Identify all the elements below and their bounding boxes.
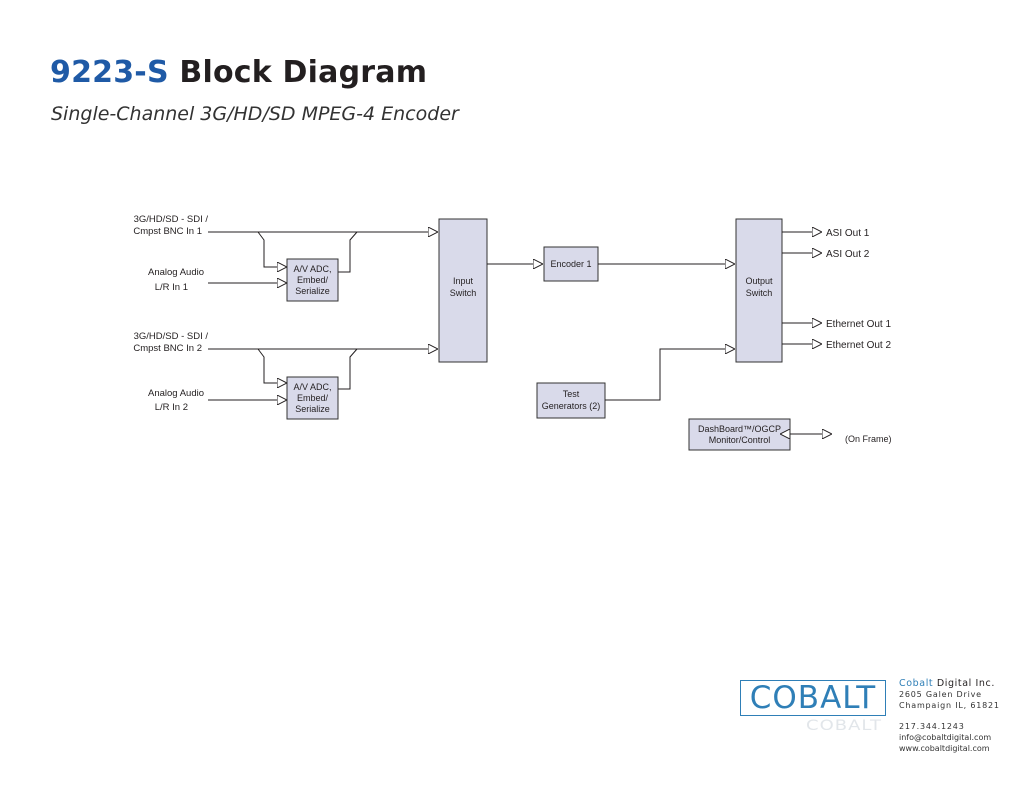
input-switch-label-line1: Input (453, 276, 474, 286)
on-frame-label: (On Frame) (845, 434, 892, 444)
sdi-in-2-label-line2: Cmpst BNC In 2 (133, 343, 202, 354)
cobalt-logo-reflection: COBALT (806, 717, 882, 734)
sdi-in-1-label-line1: 3G/HD/SD - SDI / (134, 214, 209, 225)
cobalt-logo: COBALT (740, 680, 886, 716)
company-address-block: Cobalt Digital Inc. 2605 Galen Drive Cha… (899, 678, 1000, 754)
sdi-1-tap-to-adc (257, 231, 287, 267)
adc-2-return (338, 348, 358, 390)
sdi-in-2-label-line1: 3G/HD/SD - SDI / (134, 331, 209, 342)
encoder-label: Encoder 1 (550, 259, 591, 269)
adc-1-label-line1: A/V ADC, (293, 264, 331, 274)
audio-in-2-label-line1: Analog Audio (148, 388, 204, 399)
sdi-in-1-label-line2: Cmpst BNC In 1 (133, 226, 202, 237)
dashboard-label-line2: Monitor/Control (709, 435, 771, 445)
dashboard-label-line1: DashBoard™/OGCP (698, 424, 781, 434)
asi-out-2-label: ASI Out 2 (826, 249, 870, 260)
address-line-2: Champaign IL, 61821 (899, 701, 1000, 710)
test-gen-label-line2: Generators (2) (542, 401, 601, 411)
adc-embed-block-2 (286, 376, 339, 420)
audio-in-1-label-line2: L/R In 1 (155, 282, 188, 293)
test-gen-to-output-line (605, 349, 735, 401)
input-switch-label-line2: Switch (450, 288, 477, 298)
input-switch-block (438, 218, 488, 363)
page-title: 9223-S Block Diagram (50, 55, 427, 90)
address-line-1: 2605 Galen Drive (899, 690, 982, 699)
title-text: Block Diagram (179, 55, 428, 90)
adc-2-label-line3: Serialize (295, 404, 330, 414)
adc-embed-block-1 (286, 258, 339, 302)
output-switch-label-line1: Output (745, 276, 773, 286)
adc-2-label-line2: Embed/ (297, 393, 329, 403)
adc-1-label-line3: Serialize (295, 286, 330, 296)
audio-in-1-label-line1: Analog Audio (148, 267, 204, 278)
page-subtitle: Single-Channel 3G/HD/SD MPEG-4 Encoder (51, 103, 459, 125)
model-number: 9223-S (50, 55, 169, 90)
audio-in-2-label-line2: L/R In 2 (155, 402, 188, 413)
test-generators-block (536, 382, 606, 419)
company-name-prefix: Cobalt (899, 678, 934, 689)
adc-2-label-line1: A/V ADC, (293, 382, 331, 392)
adc-1-return (338, 231, 358, 273)
ethernet-out-2-label: Ethernet Out 2 (826, 340, 891, 351)
output-switch-block (735, 218, 783, 363)
adc-1-label-line2: Embed/ (297, 275, 329, 285)
output-switch-label-line2: Switch (746, 288, 773, 298)
company-phone: 217.344.1243 (899, 722, 965, 731)
company-website[interactable]: www.cobaltdigital.com (899, 744, 990, 753)
asi-out-1-label: ASI Out 1 (826, 228, 870, 239)
encoder-block (543, 246, 599, 282)
dashboard-block (688, 418, 791, 451)
company-name-rest: Digital Inc. (933, 678, 995, 689)
sdi-2-tap-to-adc (257, 348, 287, 383)
company-footer: COBALT COBALT Cobalt Digital Inc. 2605 G… (740, 676, 1010, 766)
ethernet-out-1-label: Ethernet Out 1 (826, 319, 891, 330)
company-name: Cobalt Digital Inc. (899, 678, 1000, 689)
company-email[interactable]: info@cobaltdigital.com (899, 733, 992, 742)
test-gen-label-line1: Test (563, 389, 580, 399)
